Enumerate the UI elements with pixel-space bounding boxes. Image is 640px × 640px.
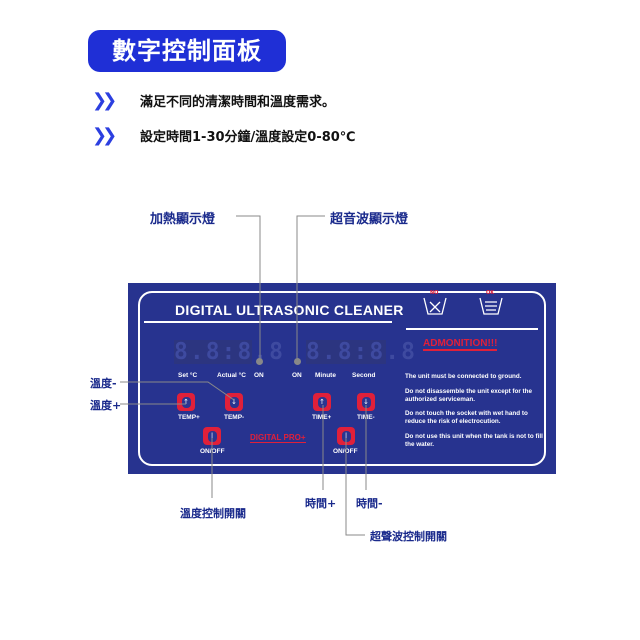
warning-text: Do not use this unit when the tank is no… [405, 433, 543, 448]
warning-text: The unit must be connected to ground. [405, 373, 522, 380]
admonition-title: ADMONITION!!! [423, 338, 498, 351]
chevron-icon: ❯❯ [92, 125, 117, 146]
ultrasonic-switch-callout: 超聲波控制開關 [370, 530, 447, 543]
minute-label: Minute [315, 372, 336, 379]
brand-logo: DIGITAL PRO+ [250, 433, 306, 443]
bullet-text: 設定時間1-30分鐘/溫度設定0-80℃ [140, 130, 356, 145]
temp-plus-callout: 溫度+ [90, 399, 122, 412]
time-plus-button[interactable]: ↑ [313, 393, 331, 411]
temp-minus-button[interactable]: ↓ [225, 393, 243, 411]
warning-text: Do not disassemble the unit except for t… [405, 388, 533, 403]
time-plus-label: TIME+ [312, 414, 332, 421]
on-label: ON [254, 372, 264, 379]
actual-label: Actual °C [217, 372, 246, 379]
bullet-text: 滿足不同的清潔時間和溫度需求。 [140, 95, 336, 110]
no-label: NO [430, 290, 439, 296]
temp-onoff-button[interactable]: | [203, 427, 221, 445]
time-minus-callout: 時間- [356, 497, 383, 510]
second-label: Second [352, 372, 376, 379]
bullet-2: ❯❯ 設定時間1-30分鐘/溫度設定0-80℃ [92, 125, 356, 146]
warning-text: Do not touch the socket with wet hand to… [405, 410, 528, 425]
ok-label: OK [486, 290, 495, 296]
tank-icons [423, 297, 503, 315]
chevron-icon: ❯❯ [92, 90, 117, 111]
temp-minus-label: TEMP- [224, 414, 245, 421]
ultrasonic-led [294, 358, 301, 365]
onoff-label: ON/OFF [333, 448, 358, 455]
on-label: ON [292, 372, 302, 379]
page-title: 數字控制面板 [88, 30, 286, 72]
time-minus-button[interactable]: ↓ [357, 393, 375, 411]
time-plus-callout: 時間+ [305, 497, 337, 510]
heat-led [256, 358, 263, 365]
ultrasonic-led-callout: 超音波顯示燈 [330, 212, 409, 227]
temp-plus-label: TEMP+ [178, 414, 200, 421]
heat-led-callout: 加熱顯示燈 [150, 212, 216, 227]
panel-title: DIGITAL ULTRASONIC CLEANER [175, 302, 404, 318]
set-label: Set °C [178, 372, 198, 379]
temp-plus-button[interactable]: ↑ [177, 393, 195, 411]
bullet-1: ❯❯ 滿足不同的清潔時間和溫度需求。 [92, 90, 335, 111]
ultrasonic-onoff-button[interactable]: | [337, 427, 355, 445]
temp-minus-callout: 溫度- [90, 377, 117, 390]
temp-switch-callout: 溫度控制開關 [180, 507, 246, 520]
